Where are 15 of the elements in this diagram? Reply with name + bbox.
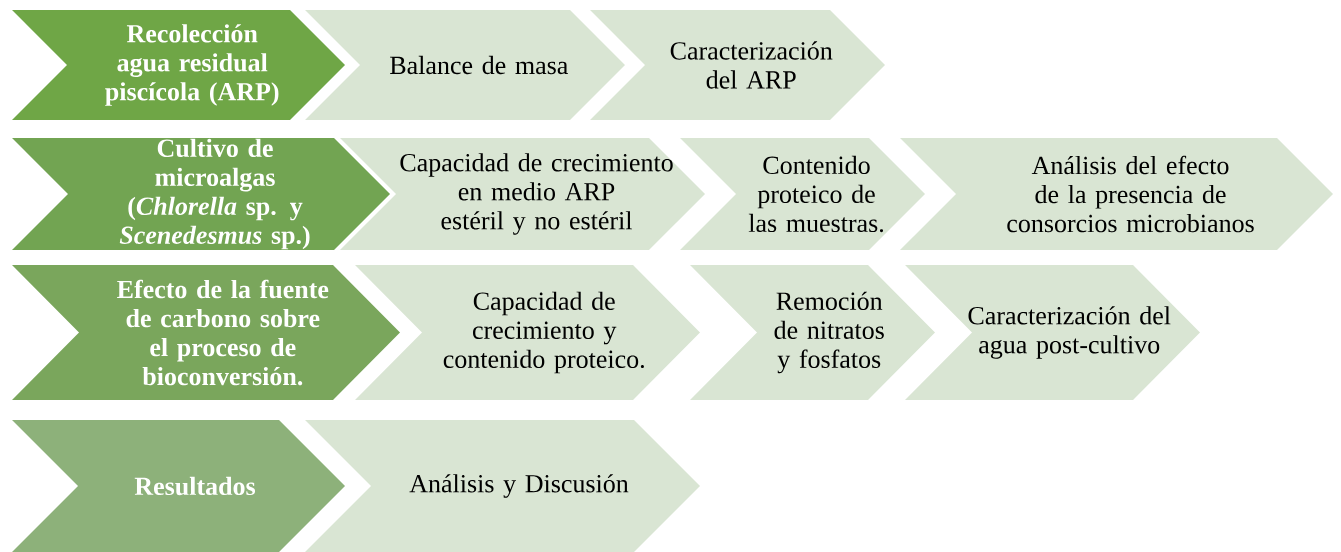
step-heading-band: Resultados bbox=[12, 420, 345, 552]
step-heading-band: Efecto de la fuente de carbono sobre el proceso de bioconversión. bbox=[12, 265, 400, 400]
step-heading-band: Recolección agua residual piscícola (ARP) bbox=[12, 10, 345, 120]
step-band: Remoción de nitratos y fosfatos bbox=[690, 265, 935, 400]
step-band: Caracterización del agua post-cultivo bbox=[905, 265, 1200, 400]
step-band: Capacidad de crecimiento en medio ARP estéril y no estéril bbox=[340, 138, 705, 250]
step-band: Análisis del efecto de la presencia de consorcios microbianos bbox=[900, 138, 1333, 250]
node-label: Balance de masa bbox=[390, 55, 568, 75]
step-band: Capacidad de crecimiento y contenido proteico. bbox=[355, 265, 700, 400]
step-band: Análisis y Discusión bbox=[305, 420, 700, 552]
step-band: Balance de masa bbox=[305, 10, 625, 120]
step-band: Contenido proteico de las muestras. bbox=[680, 138, 925, 250]
step-band: Caracterización del ARP bbox=[590, 10, 885, 120]
node-label: Caracterización del ARP bbox=[670, 41, 833, 89]
step-heading-band: Cultivo de microalgas (Chlorella sp. y Scenedesmus sp.) bbox=[12, 138, 390, 250]
